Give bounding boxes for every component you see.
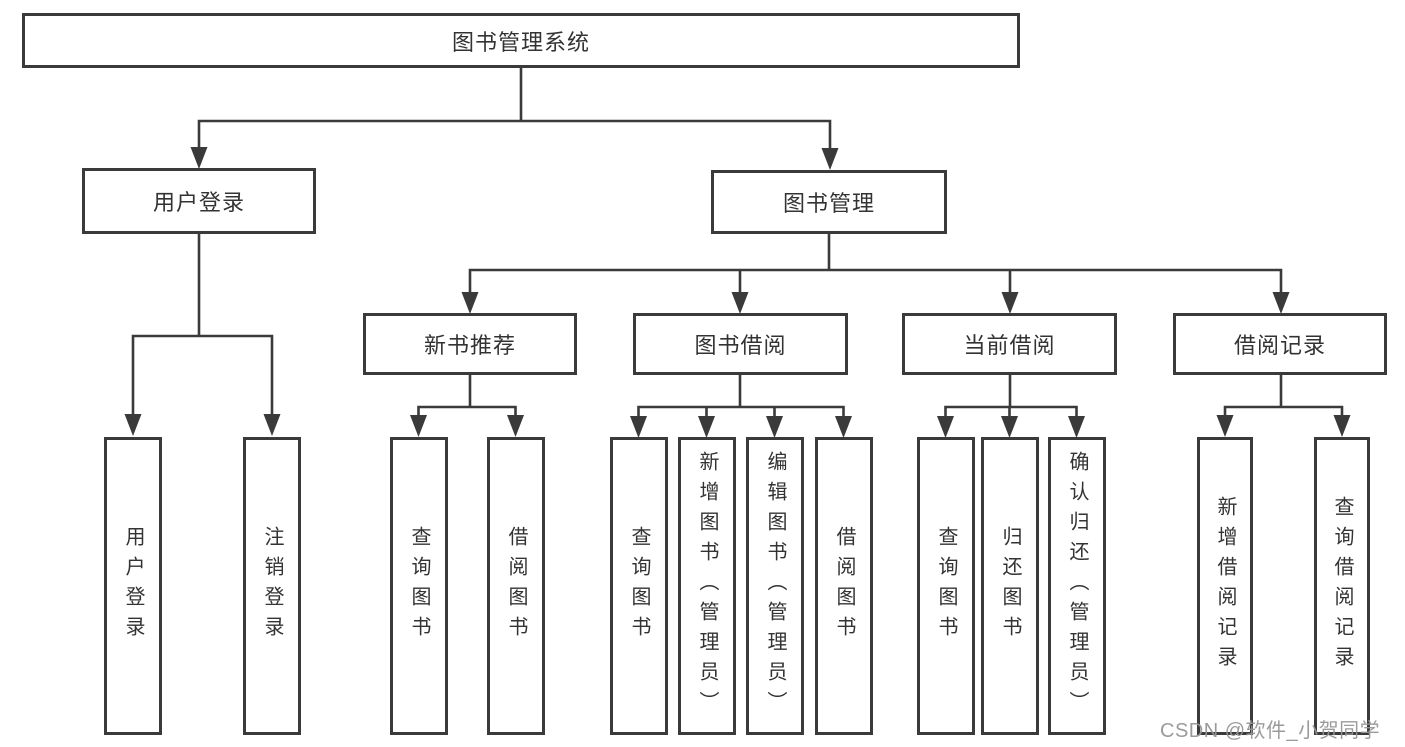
arrowhead: [1272, 292, 1290, 314]
node-new-book-recommend: 新书推荐: [363, 313, 577, 375]
arrowhead: [731, 292, 749, 314]
arrowhead: [1216, 415, 1234, 437]
node-borrow-books-borrowing: 借阅图书: [815, 437, 873, 735]
arrowhead: [630, 416, 647, 438]
arrowhead: [263, 414, 281, 436]
node-login-action: 用户登录: [104, 437, 162, 735]
arrowhead: [1068, 416, 1085, 438]
node-logout-action: 注销登录: [243, 437, 301, 735]
watermark: CSDN @软件_小贺同学: [1160, 720, 1381, 742]
connector-root-to-level1: [197, 66, 832, 152]
arrowhead: [766, 416, 783, 438]
node-query-books-recommend: 查询图书: [390, 437, 448, 735]
node-query-borrow-record: 查询借阅记录: [1314, 437, 1370, 735]
node-book-borrowing: 图书借阅: [633, 313, 848, 375]
node-add-books-admin: 新增图书（管理员）: [678, 437, 736, 735]
arrowhead: [835, 416, 852, 438]
node-user-login: 用户登录: [82, 168, 316, 234]
node-root: 图书管理系统: [22, 13, 1020, 68]
arrowhead: [410, 415, 427, 437]
node-add-borrow-record: 新增借阅记录: [1197, 437, 1253, 735]
arrowhead: [1333, 415, 1351, 437]
node-return-books: 归还图书: [981, 437, 1039, 735]
node-confirm-return-admin: 确认归还（管理员）: [1048, 437, 1106, 735]
connector-borrow-to-children: [637, 373, 845, 419]
arrowhead: [937, 416, 954, 438]
node-current-borrowing: 当前借阅: [902, 313, 1117, 375]
connector-records-to-children: [1223, 373, 1344, 419]
connector-newbook-to-children: [417, 373, 517, 419]
arrowhead: [461, 292, 479, 314]
arrowhead: [124, 414, 142, 436]
arrowhead: [1001, 416, 1018, 438]
node-borrowing-records: 借阅记录: [1173, 313, 1387, 375]
node-query-books-borrowing: 查询图书: [610, 437, 668, 735]
arrowhead: [190, 147, 208, 169]
arrowhead: [1001, 292, 1019, 314]
node-borrow-books-recommend: 借阅图书: [487, 437, 545, 735]
arrowhead: [698, 416, 715, 438]
connector-bookmgmt-to-level2: [468, 232, 1283, 296]
node-edit-books-admin: 编辑图书（管理员）: [746, 437, 804, 735]
arrowhead: [821, 148, 839, 170]
node-query-books-current: 查询图书: [917, 437, 975, 735]
node-book-management: 图书管理: [711, 170, 947, 234]
arrowhead: [507, 415, 524, 437]
connector-userlogin-to-children: [131, 232, 274, 417]
connector-current-to-children: [944, 373, 1078, 419]
